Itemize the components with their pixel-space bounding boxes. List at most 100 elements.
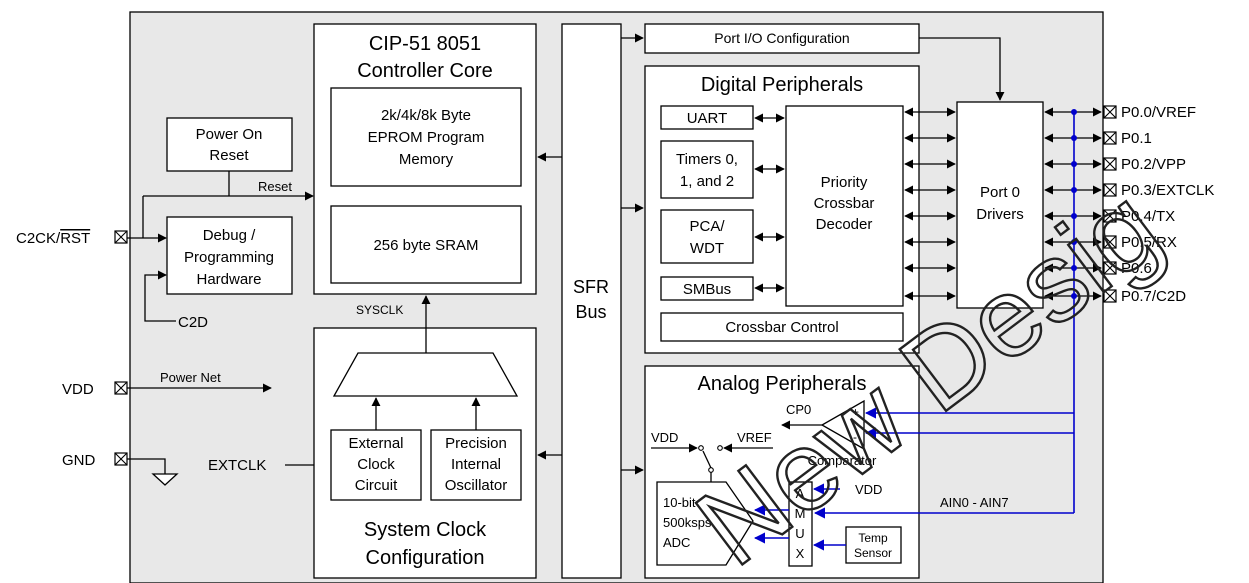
- sram-block: [330, 205, 522, 284]
- c2d-wire: [144, 270, 176, 322]
- smbus-block: [660, 276, 754, 301]
- extclk-label: EXTCLK: [208, 457, 266, 474]
- debug-line3: Hardware: [196, 271, 261, 288]
- temp-line1: Temp: [858, 531, 888, 545]
- analog-title: Analog Peripherals: [698, 373, 867, 395]
- switch-contact-right: [717, 445, 723, 451]
- int-osc-line3: Oscillator: [445, 477, 508, 494]
- reset-wire: [143, 171, 313, 196]
- clock-title-line2: Configuration: [366, 547, 485, 569]
- reset-label: Reset: [258, 179, 292, 194]
- crossbar-line2: Crossbar: [814, 195, 875, 212]
- comp-plus: +: [852, 405, 859, 419]
- port-pin: [1103, 235, 1117, 249]
- switch-contact-left: [698, 445, 704, 451]
- amux-letter: U: [795, 526, 804, 541]
- port-pin-wires: [1044, 107, 1102, 301]
- power-net-label: Power Net: [160, 370, 221, 385]
- digital-title: Digital Peripherals: [701, 74, 863, 96]
- timers-line2: 1, and 2: [680, 173, 734, 190]
- port-pin: [1103, 105, 1117, 119]
- clock-mux-trapezoid: [332, 352, 519, 397]
- adc-line3: ADC: [663, 535, 690, 550]
- portio-to-port0-wire: [919, 37, 1005, 101]
- core-title-line2: Controller Core: [357, 60, 493, 82]
- sfr-line2: Bus: [575, 302, 606, 322]
- port-pin-label: P0.7/C2D: [1121, 288, 1186, 305]
- c2ck-pin-label: C2CK/RST: [16, 230, 90, 247]
- sram-label: 256 byte SRAM: [373, 237, 478, 254]
- pca-line1: PCA/: [689, 218, 725, 235]
- port-pin: [1103, 209, 1117, 223]
- eprom-block: [330, 87, 522, 187]
- adc-block: [656, 481, 754, 566]
- port-pins: P0.0/VREFP0.1P0.2/VPPP0.3/EXTCLKP0.4/TXP…: [1103, 104, 1214, 305]
- port-pin-label: P0.2/VPP: [1121, 156, 1186, 173]
- pin-gnd: [114, 452, 128, 466]
- debug-hardware-block: [166, 216, 293, 295]
- vdd-pin-label: VDD: [62, 381, 94, 398]
- ground-wire: [127, 458, 166, 474]
- comparator-symbol: [820, 399, 865, 451]
- uart-label: UART: [687, 110, 728, 127]
- ground-symbol: [151, 473, 179, 486]
- pin-vdd: [114, 381, 128, 395]
- port-pin-label: P0.4/TX: [1121, 208, 1175, 225]
- ext-clock-line1: External: [348, 435, 403, 452]
- port0-line1: Port 0: [980, 184, 1020, 201]
- power-on-reset-block: [166, 117, 293, 172]
- crossbar-decoder-block: [785, 105, 904, 307]
- port0-drivers-block: [956, 101, 1044, 309]
- timers-line1: Timers 0,: [676, 151, 738, 168]
- temp-line2: Sensor: [854, 546, 892, 560]
- gnd-pin-label: GND: [62, 452, 96, 469]
- por-line1: Power On: [196, 126, 263, 143]
- comparator-label: Comparator: [808, 453, 877, 468]
- crossbar-line1: Priority: [821, 174, 868, 191]
- pin-c2ck: [114, 230, 128, 244]
- port0-line2: Drivers: [976, 206, 1024, 223]
- port-pin-label: P0.3/EXTCLK: [1121, 182, 1214, 199]
- sysclk-label: SYSCLK: [356, 303, 403, 317]
- c2d-label: C2D: [178, 314, 208, 331]
- crossbar-port-wires: [904, 107, 956, 301]
- port-pin-label: P0.5/RX: [1121, 234, 1177, 251]
- crossbar-control-block: [660, 312, 904, 342]
- amux-block: [788, 481, 813, 567]
- int-osc-line2: Internal: [451, 456, 501, 473]
- internal-oscillator-block: [430, 429, 522, 501]
- ain-label: AIN0 - AIN7: [940, 495, 1009, 510]
- debug-line2: Programming: [184, 249, 274, 266]
- core-title-line1: CIP-51 8051: [369, 33, 481, 55]
- comp-minus: -: [853, 430, 857, 444]
- port-pin: [1103, 289, 1117, 303]
- ext-clock-line3: Circuit: [355, 477, 398, 494]
- switch-vdd-label: VDD: [651, 430, 678, 445]
- ext-clock-line2: Clock: [357, 456, 395, 473]
- crossbar-line3: Decoder: [816, 216, 873, 233]
- sfr-bus-block: [561, 23, 622, 579]
- amux-letter: M: [795, 506, 806, 521]
- port-pin: [1103, 157, 1117, 171]
- eprom-line1: 2k/4k/8k Byte: [381, 107, 471, 124]
- port-io-config-label: Port I/O Configuration: [714, 30, 849, 46]
- port-io-config-block: [644, 23, 920, 54]
- port-pin: [1103, 131, 1117, 145]
- eprom-line3: Memory: [399, 151, 454, 168]
- uart-block: [660, 105, 754, 130]
- port-pin: [1103, 183, 1117, 197]
- temp-sensor-block: [845, 526, 902, 564]
- port-pin-label: P0.1: [1121, 130, 1152, 147]
- debug-line1: Debug /: [203, 227, 256, 244]
- external-clock-block: [330, 429, 422, 501]
- amux-letter: A: [796, 486, 805, 501]
- por-line2: Reset: [209, 147, 249, 164]
- cp0-label: CP0: [786, 402, 811, 417]
- adc-line1: 10-bit: [663, 495, 696, 510]
- sfr-line1: SFR: [573, 277, 609, 297]
- int-osc-line1: Precision: [445, 435, 507, 452]
- port-pin: [1103, 261, 1117, 275]
- switch-lever: [702, 450, 712, 469]
